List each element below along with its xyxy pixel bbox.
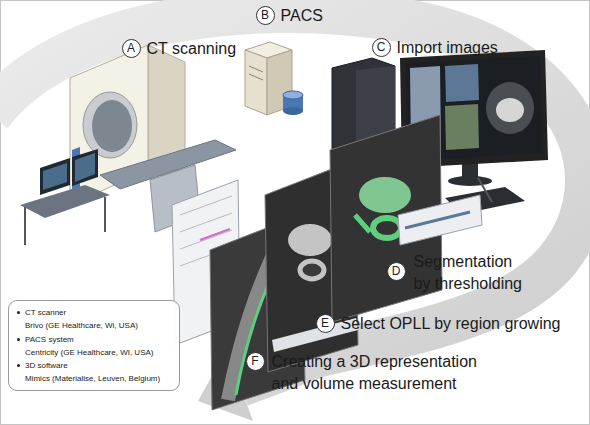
step-letter: F [247,353,264,370]
console-screen [75,153,95,182]
screen-ct-image [486,82,534,134]
item-product: Centricity (GE Healthcare, WI, USA) [25,346,175,359]
step-letter: E [317,315,334,332]
step-circle: ACT scanning [122,39,141,58]
dialog-row [180,213,232,232]
step-circle: FCreating a 3D representation and volume… [246,352,265,371]
console-monitor [40,158,70,195]
workflow-band [0,11,587,385]
step-circle: CImport images [372,38,391,57]
screen-ct-body [496,98,524,122]
item-category: PACS system [25,333,175,346]
step-letter: A [123,40,140,57]
console-screen [43,163,67,190]
storage-cylinder-top [283,91,303,99]
item-category: 3D software [25,359,175,372]
vertebral-arch [300,261,324,279]
step-heading: PACS [281,5,323,27]
server-slot [249,74,263,80]
patient-table [100,140,236,189]
dialog-highlight [200,229,230,240]
item-product: Mimics (Materialise, Leuven, Belgium) [25,372,175,385]
desk-leg [104,197,106,232]
step-circle: BPACS [256,6,275,25]
item-product: Brivo (GE Healthcare, Wi, USA) [25,319,175,332]
threshold-slider [405,212,470,228]
segmented-body [359,177,411,213]
step-letter: B [257,7,274,24]
item-category: CT scanner [25,306,175,319]
step-heading: Segmentation by thresholding [414,251,526,295]
dialog-row [180,196,232,215]
segmented-arch [373,218,401,238]
threshold-dialog [398,195,482,245]
gantry-bore [83,92,137,158]
step-letter: D [388,263,405,280]
monitor-base [448,176,492,186]
storage-cylinder-base [283,107,303,115]
server-slot [249,66,263,72]
screen-panel [445,104,479,150]
step-circle: DSegmentation by thresholding [387,262,406,281]
console-desk [20,185,110,218]
step-letter: C [373,39,390,56]
step-heading: Creating a 3D representation and volume … [272,351,487,395]
step-heading: CT scanning [147,38,237,60]
info-box: CT scannerBrivo (GE Healthcare, Wi, USA)… [8,300,180,391]
console-monitor [72,149,98,186]
server-front [245,50,267,115]
desk-leg [24,207,26,245]
step-heading: Select OPLL by region growing [341,313,561,335]
screen-panel [445,64,479,102]
gantry-bore-inner [92,100,132,152]
step-circle: ESelect OPLL by region growing [316,314,335,333]
vertebral-body [288,224,332,256]
step-heading: Import images [397,37,498,59]
